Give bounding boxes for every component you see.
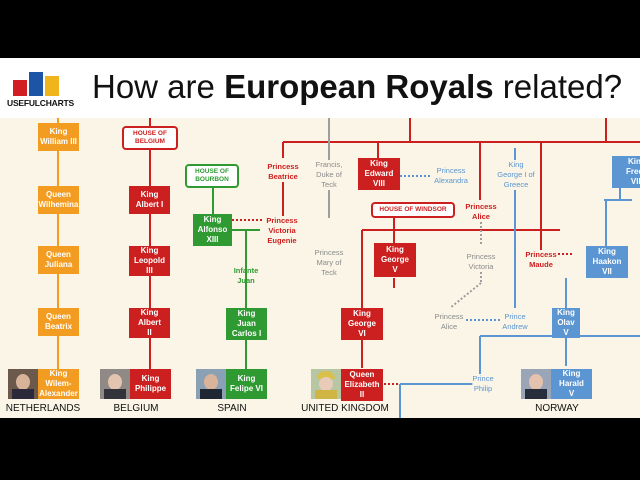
house-of-belgium: HOUSE OF BELGIUM (122, 126, 178, 150)
house-of-windsor: HOUSE OF WINDSOR (371, 202, 455, 218)
infante-juan: Infante Juan (233, 266, 259, 285)
king-alfonso-xiii: King Alfonso XIII (193, 214, 232, 246)
princess-beatrice: Princess Beatrice (267, 162, 299, 181)
king-albert-i: King Albert I (129, 186, 170, 214)
princess-alice-top: Princess Alice (465, 202, 497, 222)
logo-text: USEFULCHARTS (7, 98, 75, 108)
family-tree: King William III Queen Wilhemina Queen J… (0, 118, 640, 418)
country-belgium: BELGIUM (113, 403, 159, 414)
connector-lines (57, 118, 640, 418)
king-olav-v: King Olav V (552, 308, 580, 338)
logo-bar-red (13, 80, 27, 96)
header: USEFULCHARTS How are European Royals rel… (0, 58, 640, 118)
page-title: How are European Royals related? (92, 67, 622, 107)
country-netherlands: NETHERLANDS (5, 403, 81, 414)
princess-maude: Princess Maude (525, 250, 557, 270)
king-juan-carlos-i: King Juan Carlos I (226, 308, 267, 340)
francis-duke-of-teck: Francis, Duke of Teck (315, 160, 343, 190)
king-harald-v: King Harald V (551, 369, 592, 399)
king-george-vi: King George VI (341, 308, 383, 340)
king-wilem-alexander-photo (8, 369, 38, 399)
king-albert-ii: King Albert II (129, 308, 170, 338)
king-philippe: King Philippe (130, 369, 171, 399)
queen-beatrix: Queen Beatrix (38, 308, 79, 336)
title-suffix: related? (493, 68, 623, 105)
king-felipe-vi: King Felipe VI (226, 369, 267, 399)
logo-bar-yellow (45, 76, 59, 96)
king-haakon-vii: King Haakon VII (586, 246, 628, 278)
king-frederick-viii: King Frede VIII (612, 156, 640, 188)
king-wilem-alexander: King Wilem- Alexander (38, 369, 79, 399)
king-george-v: King George V (374, 243, 416, 277)
title-bold: European Royals (224, 68, 494, 105)
king-harald-v-photo (521, 369, 551, 399)
country-spain: SPAIN (217, 403, 247, 414)
logo: USEFULCHARTS (7, 68, 75, 112)
queen-elizabeth-ii-photo (311, 369, 341, 399)
princess-victoria-eugenie: Princess Victoria Eugenie (266, 216, 298, 245)
prince-andrew: Prince Andrew (502, 312, 528, 332)
princess-mary-of-teck: Princess Mary of Teck (314, 248, 344, 277)
country-united-kingdom: UNITED KINGDOM (301, 403, 389, 414)
title-prefix: How are (92, 68, 225, 105)
king-philippe-photo (100, 369, 130, 399)
queen-elizabeth-ii: Queen Elizabeth II (341, 369, 383, 401)
princess-alexandra: Princess Alexandra (434, 166, 468, 185)
house-of-bourbon: HOUSE OF BOURBON (185, 164, 239, 188)
prince-philip: Prince Philip (472, 374, 494, 394)
queen-wilhemina: Queen Wilhemina (38, 186, 79, 214)
king-george-i-of-greece: King George I of Greece (497, 160, 535, 190)
king-edward-viii: King Edward VIII (358, 158, 400, 190)
country-norway: NORWAY (535, 403, 579, 414)
logo-bar-blue (29, 72, 43, 96)
king-leopold-iii: King Leopold III (129, 246, 170, 276)
king-felipe-vi-photo (196, 369, 226, 399)
princess-victoria: Princess Victoria (466, 252, 496, 271)
king-william-iii: King William III (38, 123, 79, 151)
princess-alice: Princess Alice (434, 312, 464, 331)
queen-juliana: Queen Juliana (38, 246, 79, 274)
